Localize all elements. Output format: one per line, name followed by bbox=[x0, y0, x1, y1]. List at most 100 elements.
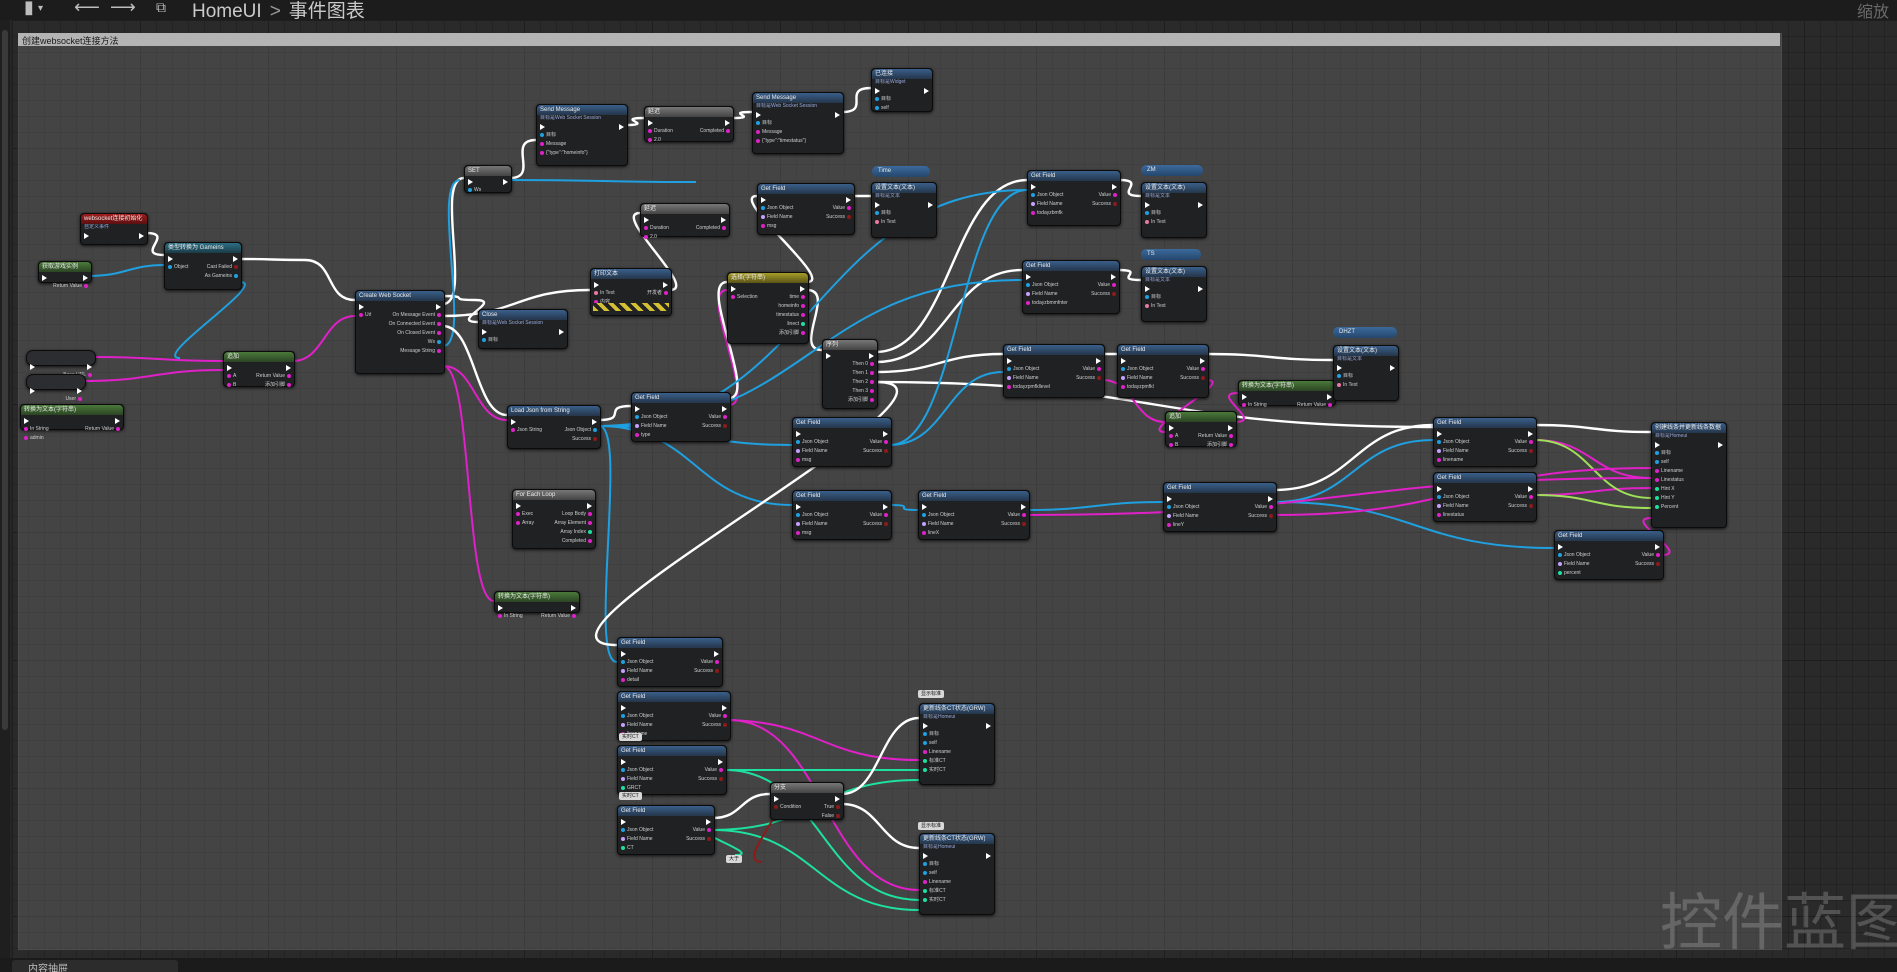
input-pin[interactable]: Object bbox=[168, 264, 188, 271]
output-pin[interactable]: Cast Failed bbox=[207, 264, 238, 271]
input-pin[interactable]: Field Name bbox=[1437, 503, 1469, 510]
exec-in-pin[interactable] bbox=[468, 179, 473, 185]
input-pin[interactable]: Field Name bbox=[1167, 513, 1199, 520]
output-pin[interactable]: 添加引脚 bbox=[848, 397, 874, 404]
wire[interactable] bbox=[304, 258, 356, 302]
exec-out-pin[interactable] bbox=[725, 120, 730, 126]
pin-dot-icon[interactable] bbox=[437, 339, 441, 344]
pin-dot-icon[interactable] bbox=[1145, 303, 1149, 308]
exec-in-pin[interactable] bbox=[24, 418, 29, 424]
pin-dot-icon[interactable] bbox=[1529, 503, 1533, 508]
output-pin[interactable]: Success bbox=[702, 423, 727, 430]
output-pin[interactable]: Value bbox=[1515, 439, 1533, 446]
input-pin[interactable]: Json Object bbox=[635, 414, 667, 421]
input-pin[interactable]: Message bbox=[540, 141, 566, 148]
pin-dot-icon[interactable] bbox=[1031, 192, 1035, 197]
exec-in-pin[interactable] bbox=[774, 796, 779, 802]
wire[interactable] bbox=[750, 194, 814, 284]
exec-out-pin[interactable] bbox=[835, 112, 840, 118]
pin-dot-icon[interactable] bbox=[1169, 433, 1173, 438]
pin-dot-icon[interactable] bbox=[1655, 486, 1659, 491]
input-pin[interactable]: type bbox=[635, 432, 650, 439]
output-pin[interactable]: Success bbox=[1091, 291, 1116, 298]
pin-dot-icon[interactable] bbox=[635, 414, 639, 419]
pin-dot-icon[interactable] bbox=[1097, 375, 1101, 380]
exec-out-pin[interactable] bbox=[869, 353, 874, 359]
wire[interactable] bbox=[875, 268, 1023, 364]
output-pin[interactable]: Value bbox=[1515, 494, 1533, 501]
exec-in-pin[interactable] bbox=[875, 202, 880, 208]
input-pin[interactable]: Array bbox=[516, 520, 534, 527]
exec-in-pin[interactable] bbox=[648, 120, 653, 126]
pin-dot-icon[interactable] bbox=[884, 448, 888, 453]
exec-out-pin[interactable] bbox=[1200, 358, 1205, 364]
exec-in-pin[interactable] bbox=[1558, 544, 1563, 550]
output-pin[interactable]: Value bbox=[709, 713, 727, 720]
output-pin[interactable]: Success bbox=[702, 722, 727, 729]
exec-in-pin[interactable] bbox=[84, 233, 89, 239]
input-pin[interactable]: Ws bbox=[468, 187, 481, 194]
exec-in-pin[interactable] bbox=[1007, 358, 1012, 364]
input-pin[interactable]: todayzbmmfnter bbox=[1026, 300, 1068, 307]
pin-dot-icon[interactable] bbox=[801, 321, 805, 326]
pin-dot-icon[interactable] bbox=[1529, 439, 1533, 444]
output-pin[interactable]: Message String bbox=[400, 348, 441, 355]
input-pin[interactable]: Duration bbox=[648, 128, 673, 135]
output-pin[interactable]: linect bbox=[787, 321, 805, 328]
pin-dot-icon[interactable] bbox=[88, 372, 92, 377]
input-pin[interactable]: Json Object bbox=[1558, 552, 1590, 559]
output-pin[interactable]: Value bbox=[1083, 366, 1101, 373]
input-pin[interactable]: Linename bbox=[1655, 468, 1683, 475]
wire[interactable] bbox=[712, 829, 920, 911]
input-pin[interactable]: Json Object bbox=[1167, 504, 1199, 511]
input-pin[interactable]: msg bbox=[761, 223, 776, 230]
pin-dot-icon[interactable] bbox=[644, 225, 648, 230]
output-pin[interactable]: Success bbox=[1001, 521, 1026, 528]
exec-out-pin[interactable] bbox=[619, 124, 624, 130]
wire[interactable] bbox=[87, 264, 167, 277]
pin-dot-icon[interactable] bbox=[884, 512, 888, 517]
exec-in-pin[interactable] bbox=[922, 504, 927, 510]
pin-dot-icon[interactable] bbox=[884, 439, 888, 444]
output-pin[interactable]: Value bbox=[1099, 192, 1117, 199]
pin-dot-icon[interactable] bbox=[870, 388, 874, 393]
exec-out-pin[interactable] bbox=[571, 605, 576, 611]
pin-dot-icon[interactable] bbox=[1229, 433, 1233, 438]
output-pin[interactable]: As Gameins bbox=[205, 273, 238, 280]
output-pin[interactable]: Value bbox=[1255, 504, 1273, 511]
input-pin[interactable]: GRCT bbox=[621, 785, 641, 792]
input-pin[interactable]: Field Name bbox=[621, 836, 653, 843]
output-pin[interactable]: On Connected Event bbox=[389, 321, 441, 328]
pin-dot-icon[interactable] bbox=[621, 827, 625, 832]
pin-dot-icon[interactable] bbox=[227, 373, 231, 378]
output-pin[interactable]: Success bbox=[1508, 503, 1533, 510]
pin-dot-icon[interactable] bbox=[723, 414, 727, 419]
pin-dot-icon[interactable] bbox=[1229, 442, 1233, 447]
input-pin[interactable]: Linename bbox=[923, 879, 951, 886]
pin-dot-icon[interactable] bbox=[1167, 513, 1171, 518]
pin-dot-icon[interactable] bbox=[1121, 366, 1125, 371]
pin-dot-icon[interactable] bbox=[774, 804, 778, 809]
exec-in-pin[interactable] bbox=[1167, 496, 1172, 502]
exec-out-pin[interactable] bbox=[1390, 365, 1395, 371]
output-pin[interactable]: timestatus bbox=[776, 312, 805, 319]
wire[interactable] bbox=[93, 356, 224, 362]
input-pin[interactable]: Field Name bbox=[796, 448, 828, 455]
input-pin[interactable]: Linename bbox=[923, 749, 951, 756]
pin-dot-icon[interactable] bbox=[635, 423, 639, 428]
exec-in-pin[interactable] bbox=[168, 256, 173, 262]
input-pin[interactable]: Json Object bbox=[1437, 439, 1469, 446]
input-pin[interactable]: A bbox=[227, 373, 236, 380]
input-pin[interactable]: B bbox=[227, 382, 236, 389]
wire[interactable] bbox=[875, 352, 1004, 374]
input-pin[interactable]: Json Object bbox=[1026, 282, 1058, 289]
input-pin[interactable]: CT bbox=[621, 845, 634, 852]
